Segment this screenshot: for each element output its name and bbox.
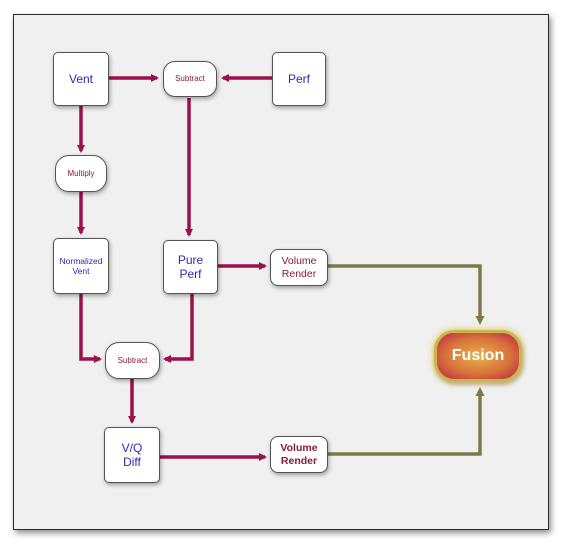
- edge-pure-perf-to-subtract: [163, 294, 194, 363]
- volume-render-top-label-line1: Volume: [281, 254, 317, 267]
- subtract-top-label: Subtract: [175, 74, 205, 84]
- edge-normalized-vent-to-subtract: [79, 294, 102, 363]
- normalized-vent-label-line1: Normalized: [59, 255, 103, 266]
- edge-volume-render-top-to-fusion: [328, 264, 485, 325]
- vq-diff-node[interactable]: V/Q Diff: [104, 427, 160, 483]
- volume-render-bottom-label-line1: Volume: [280, 441, 318, 454]
- normalized-vent-label-line2: Vent: [72, 266, 90, 276]
- multiply-label: Multiply: [67, 168, 95, 178]
- edge-volume-render-bottom-to-fusion: [328, 387, 485, 456]
- vent-node[interactable]: Vent: [53, 52, 109, 106]
- pure-perf-label-line1: Pure: [177, 252, 204, 267]
- pure-perf-label-line2: Perf: [179, 267, 202, 281]
- volume-render-bottom-label-line2: Render: [280, 454, 318, 467]
- subtract-node-bottom[interactable]: Subtract: [105, 342, 160, 379]
- pure-perf-node[interactable]: Pure Perf: [163, 240, 218, 294]
- fusion-label: Fusion: [451, 347, 505, 364]
- vent-label: Vent: [68, 71, 94, 86]
- fusion-node[interactable]: Fusion: [434, 330, 522, 382]
- subtract-bottom-label: Subtract: [117, 355, 148, 365]
- vq-diff-label-line2: Diff: [123, 455, 141, 469]
- multiply-node[interactable]: Multiply: [55, 155, 107, 192]
- volume-render-node-bottom[interactable]: Volume Render: [270, 436, 328, 473]
- subtract-node-top[interactable]: Subtract: [163, 61, 217, 97]
- normalized-vent-node[interactable]: Normalized Vent: [53, 238, 109, 294]
- volume-render-node-top[interactable]: Volume Render: [270, 249, 328, 286]
- volume-render-top-label-line2: Render: [281, 267, 317, 280]
- perf-label: Perf: [287, 71, 310, 86]
- vq-diff-label-line1: V/Q: [121, 440, 143, 455]
- perf-node[interactable]: Perf: [272, 52, 326, 106]
